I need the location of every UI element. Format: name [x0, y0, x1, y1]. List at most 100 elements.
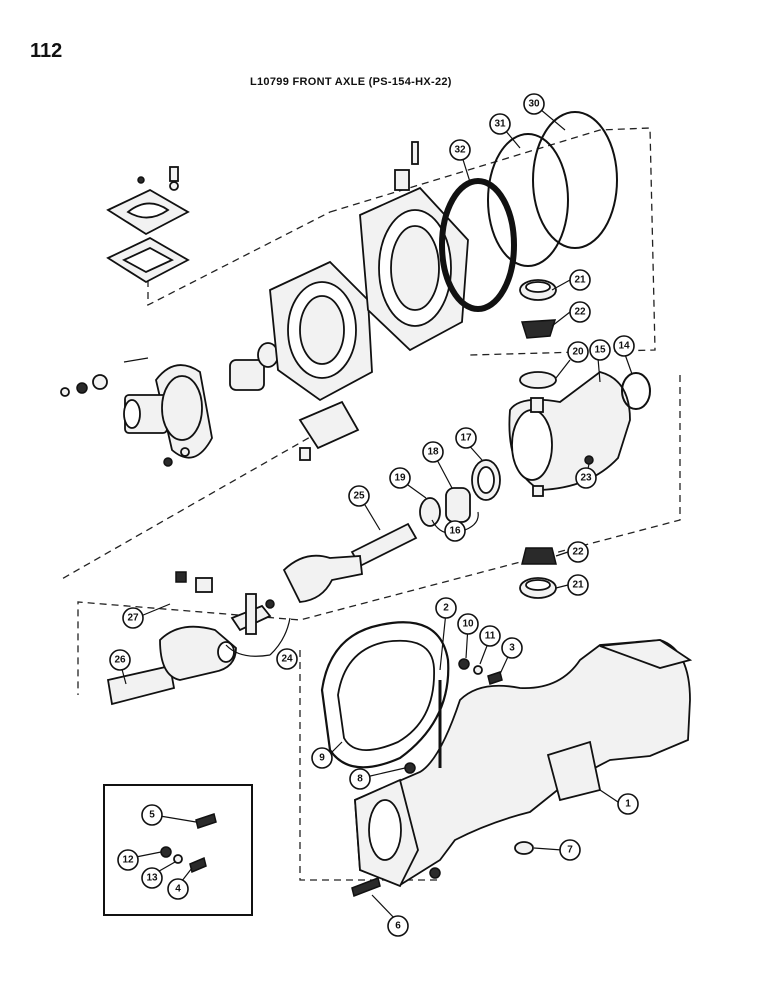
callout-5: 5 — [141, 804, 163, 826]
inset-box — [103, 784, 253, 916]
callout-32: 32 — [449, 139, 471, 161]
axle-housing-1 — [354, 639, 693, 888]
svg-text:5: 5 — [149, 810, 155, 821]
callout-14: 14 — [613, 335, 635, 357]
svg-text:20: 20 — [572, 347, 584, 358]
svg-text:31: 31 — [494, 119, 506, 130]
callout-30: 30 — [523, 93, 545, 115]
svg-text:11: 11 — [485, 631, 496, 642]
svg-text:2: 2 — [443, 603, 449, 614]
stud-3 — [487, 671, 503, 685]
svg-text:26: 26 — [114, 655, 126, 666]
callout-10: 10 — [457, 613, 479, 635]
callout-16: 16 — [444, 520, 466, 542]
svg-text:1: 1 — [625, 799, 631, 810]
callout-21-lower: 21 — [567, 574, 589, 596]
svg-text:23: 23 — [580, 473, 592, 484]
svg-text:13: 13 — [146, 873, 158, 884]
callout-4: 4 — [167, 878, 189, 900]
svg-text:17: 17 — [460, 433, 472, 444]
group-line-mid — [59, 375, 681, 695]
bearing-cone-22-lower — [521, 547, 557, 565]
callout-21-upper: 21 — [569, 269, 591, 291]
callout-22-lower: 22 — [567, 541, 589, 563]
callout-6: 6 — [387, 915, 409, 937]
svg-text:19: 19 — [394, 473, 406, 484]
inset-nut-12 — [160, 846, 172, 858]
bearing-cone-22-upper — [520, 319, 557, 339]
callout-15: 15 — [589, 339, 611, 361]
svg-text:32: 32 — [454, 145, 466, 156]
group-line-lower — [299, 650, 440, 881]
cross-and-bearings-27 — [175, 571, 275, 635]
fitting-23 — [584, 455, 594, 465]
spindle-hub — [60, 342, 279, 467]
bearing-cup-21-lower — [519, 577, 557, 599]
callout-22-upper: 22 — [569, 301, 591, 323]
inset-washer-13 — [173, 854, 183, 864]
carrier-housing-left — [269, 260, 373, 402]
callout-1: 1 — [617, 793, 639, 815]
nut-10 — [458, 658, 470, 670]
seal-20 — [519, 371, 557, 389]
svg-text:24: 24 — [281, 654, 293, 665]
page-title: L10799 FRONT AXLE (PS-154-HX-22) — [250, 76, 452, 88]
callout-27: 27 — [122, 607, 144, 629]
washer-11 — [473, 665, 483, 675]
callout-18: 18 — [422, 441, 444, 463]
callout-11: 11 — [479, 625, 501, 647]
svg-text:18: 18 — [427, 447, 439, 458]
callout-23: 23 — [575, 467, 597, 489]
svg-text:21: 21 — [572, 580, 584, 591]
plug-7 — [514, 841, 534, 855]
top-cover-assembly — [106, 166, 190, 284]
svg-text:16: 16 — [449, 526, 461, 537]
callout-17: 17 — [455, 427, 477, 449]
svg-text:30: 30 — [528, 99, 540, 110]
svg-text:12: 12 — [122, 855, 134, 866]
callout-24: 24 — [276, 648, 298, 670]
ring-30 — [532, 111, 618, 249]
svg-text:27: 27 — [127, 613, 139, 624]
callout-7: 7 — [559, 839, 581, 861]
svg-text:6: 6 — [395, 921, 401, 932]
svg-text:22: 22 — [574, 307, 586, 318]
callout-26: 26 — [109, 649, 131, 671]
svg-text:10: 10 — [462, 619, 474, 630]
svg-text:15: 15 — [594, 345, 606, 356]
carrier-housing-right — [359, 141, 469, 352]
outer-axle-shaft-25 — [282, 522, 418, 603]
bottom-cover-plate — [298, 400, 360, 461]
svg-text:8: 8 — [357, 774, 363, 785]
callout-31: 31 — [489, 113, 511, 135]
callout-19: 19 — [389, 467, 411, 489]
inset-stud-5 — [195, 813, 217, 829]
svg-text:25: 25 — [353, 491, 365, 502]
seal-ring-32 — [439, 178, 517, 312]
svg-text:21: 21 — [574, 275, 586, 286]
svg-text:14: 14 — [618, 341, 630, 352]
callout-25: 25 — [348, 485, 370, 507]
callout-3: 3 — [501, 637, 523, 659]
steering-knuckle — [508, 371, 631, 497]
inset-stud-4 — [189, 856, 207, 874]
plug-8 — [404, 762, 416, 774]
svg-text:7: 7 — [567, 845, 573, 856]
stud-6 — [351, 876, 381, 898]
svg-text:4: 4 — [175, 884, 181, 895]
callout-8: 8 — [349, 768, 371, 790]
svg-text:3: 3 — [509, 643, 515, 654]
callout-2: 2 — [435, 597, 457, 619]
o-ring-14 — [621, 372, 651, 410]
svg-text:22: 22 — [572, 547, 584, 558]
callout-13: 13 — [141, 867, 163, 889]
nut-bottom — [429, 867, 441, 879]
bearing-cup-21-upper — [519, 279, 557, 301]
callout-12: 12 — [117, 849, 139, 871]
callout-20: 20 — [567, 341, 589, 363]
page-number: 112 — [30, 40, 63, 62]
inner-axle-shaft-26 — [106, 625, 237, 706]
callout-9: 9 — [311, 747, 333, 769]
bushing-group — [419, 459, 501, 527]
